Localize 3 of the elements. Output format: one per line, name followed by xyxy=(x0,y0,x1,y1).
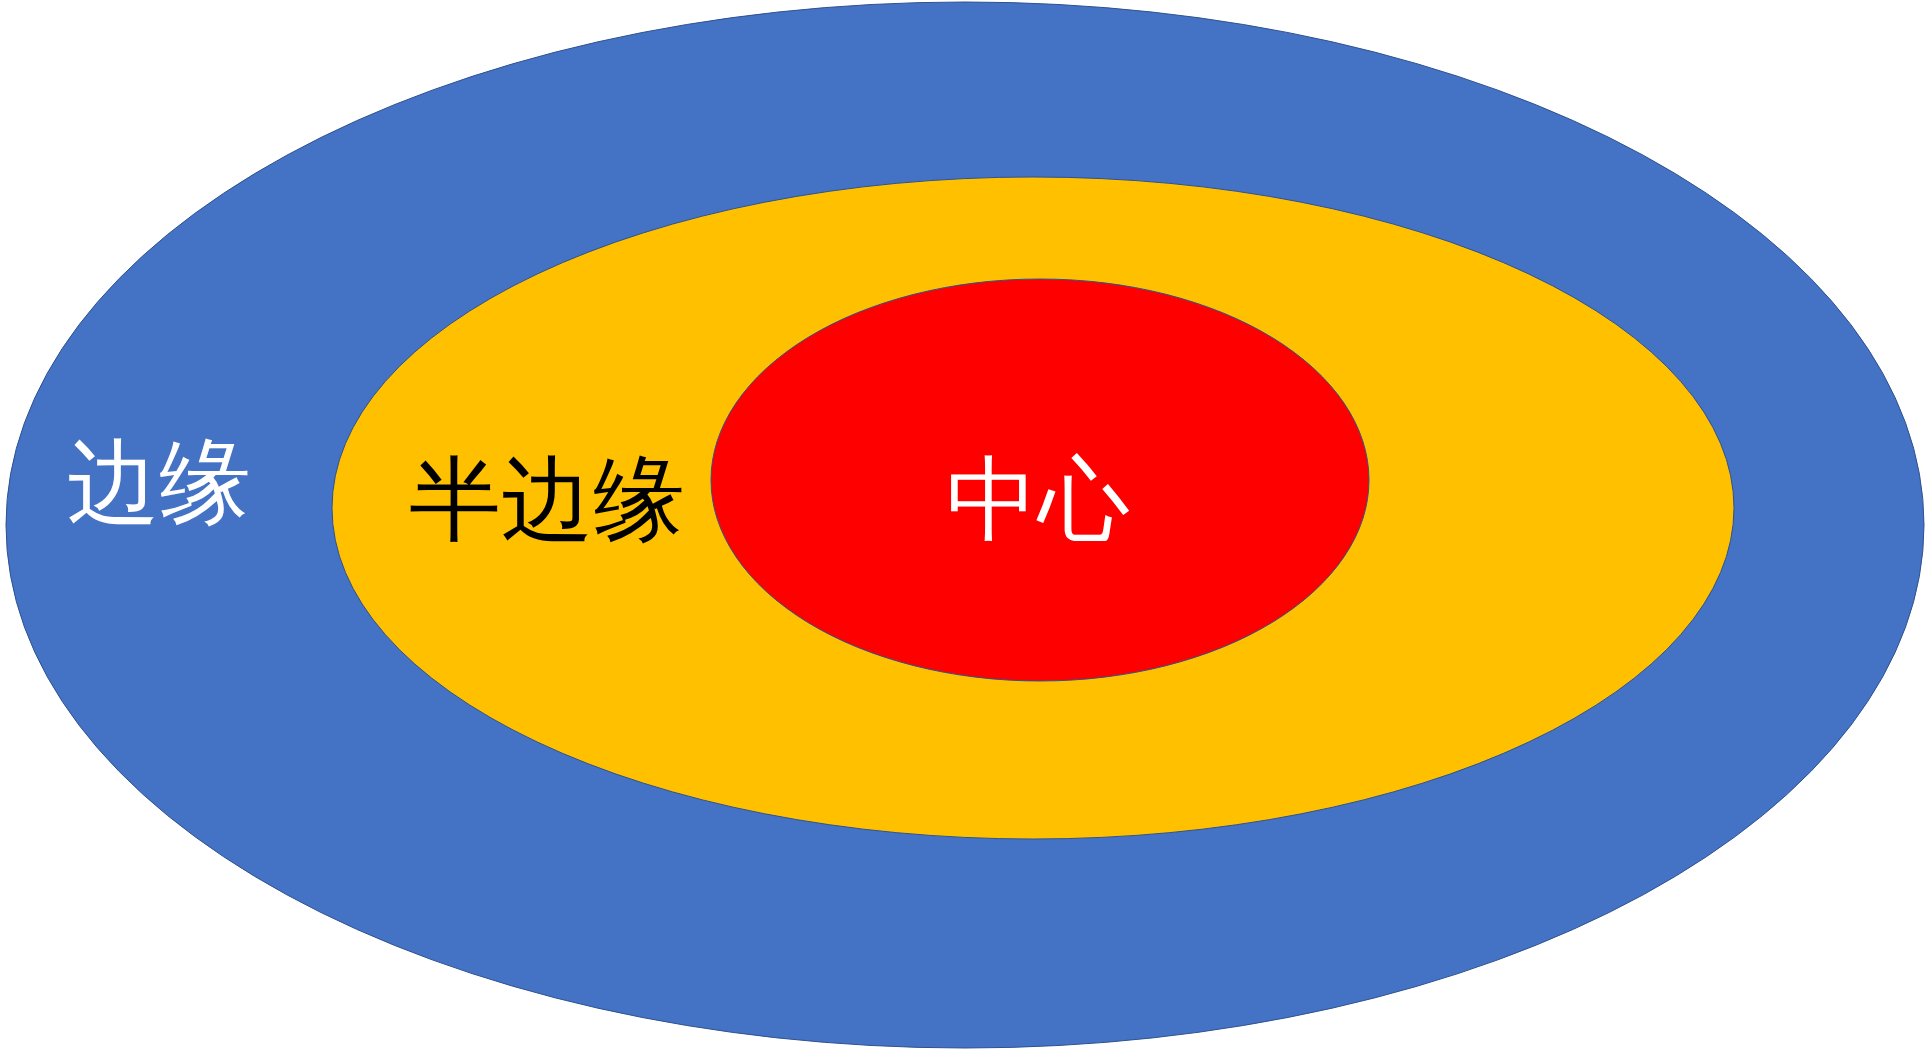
region-label: 中心 xyxy=(946,454,1130,546)
region-label: 边缘 xyxy=(67,437,251,529)
region-label: 半边缘 xyxy=(409,454,685,546)
